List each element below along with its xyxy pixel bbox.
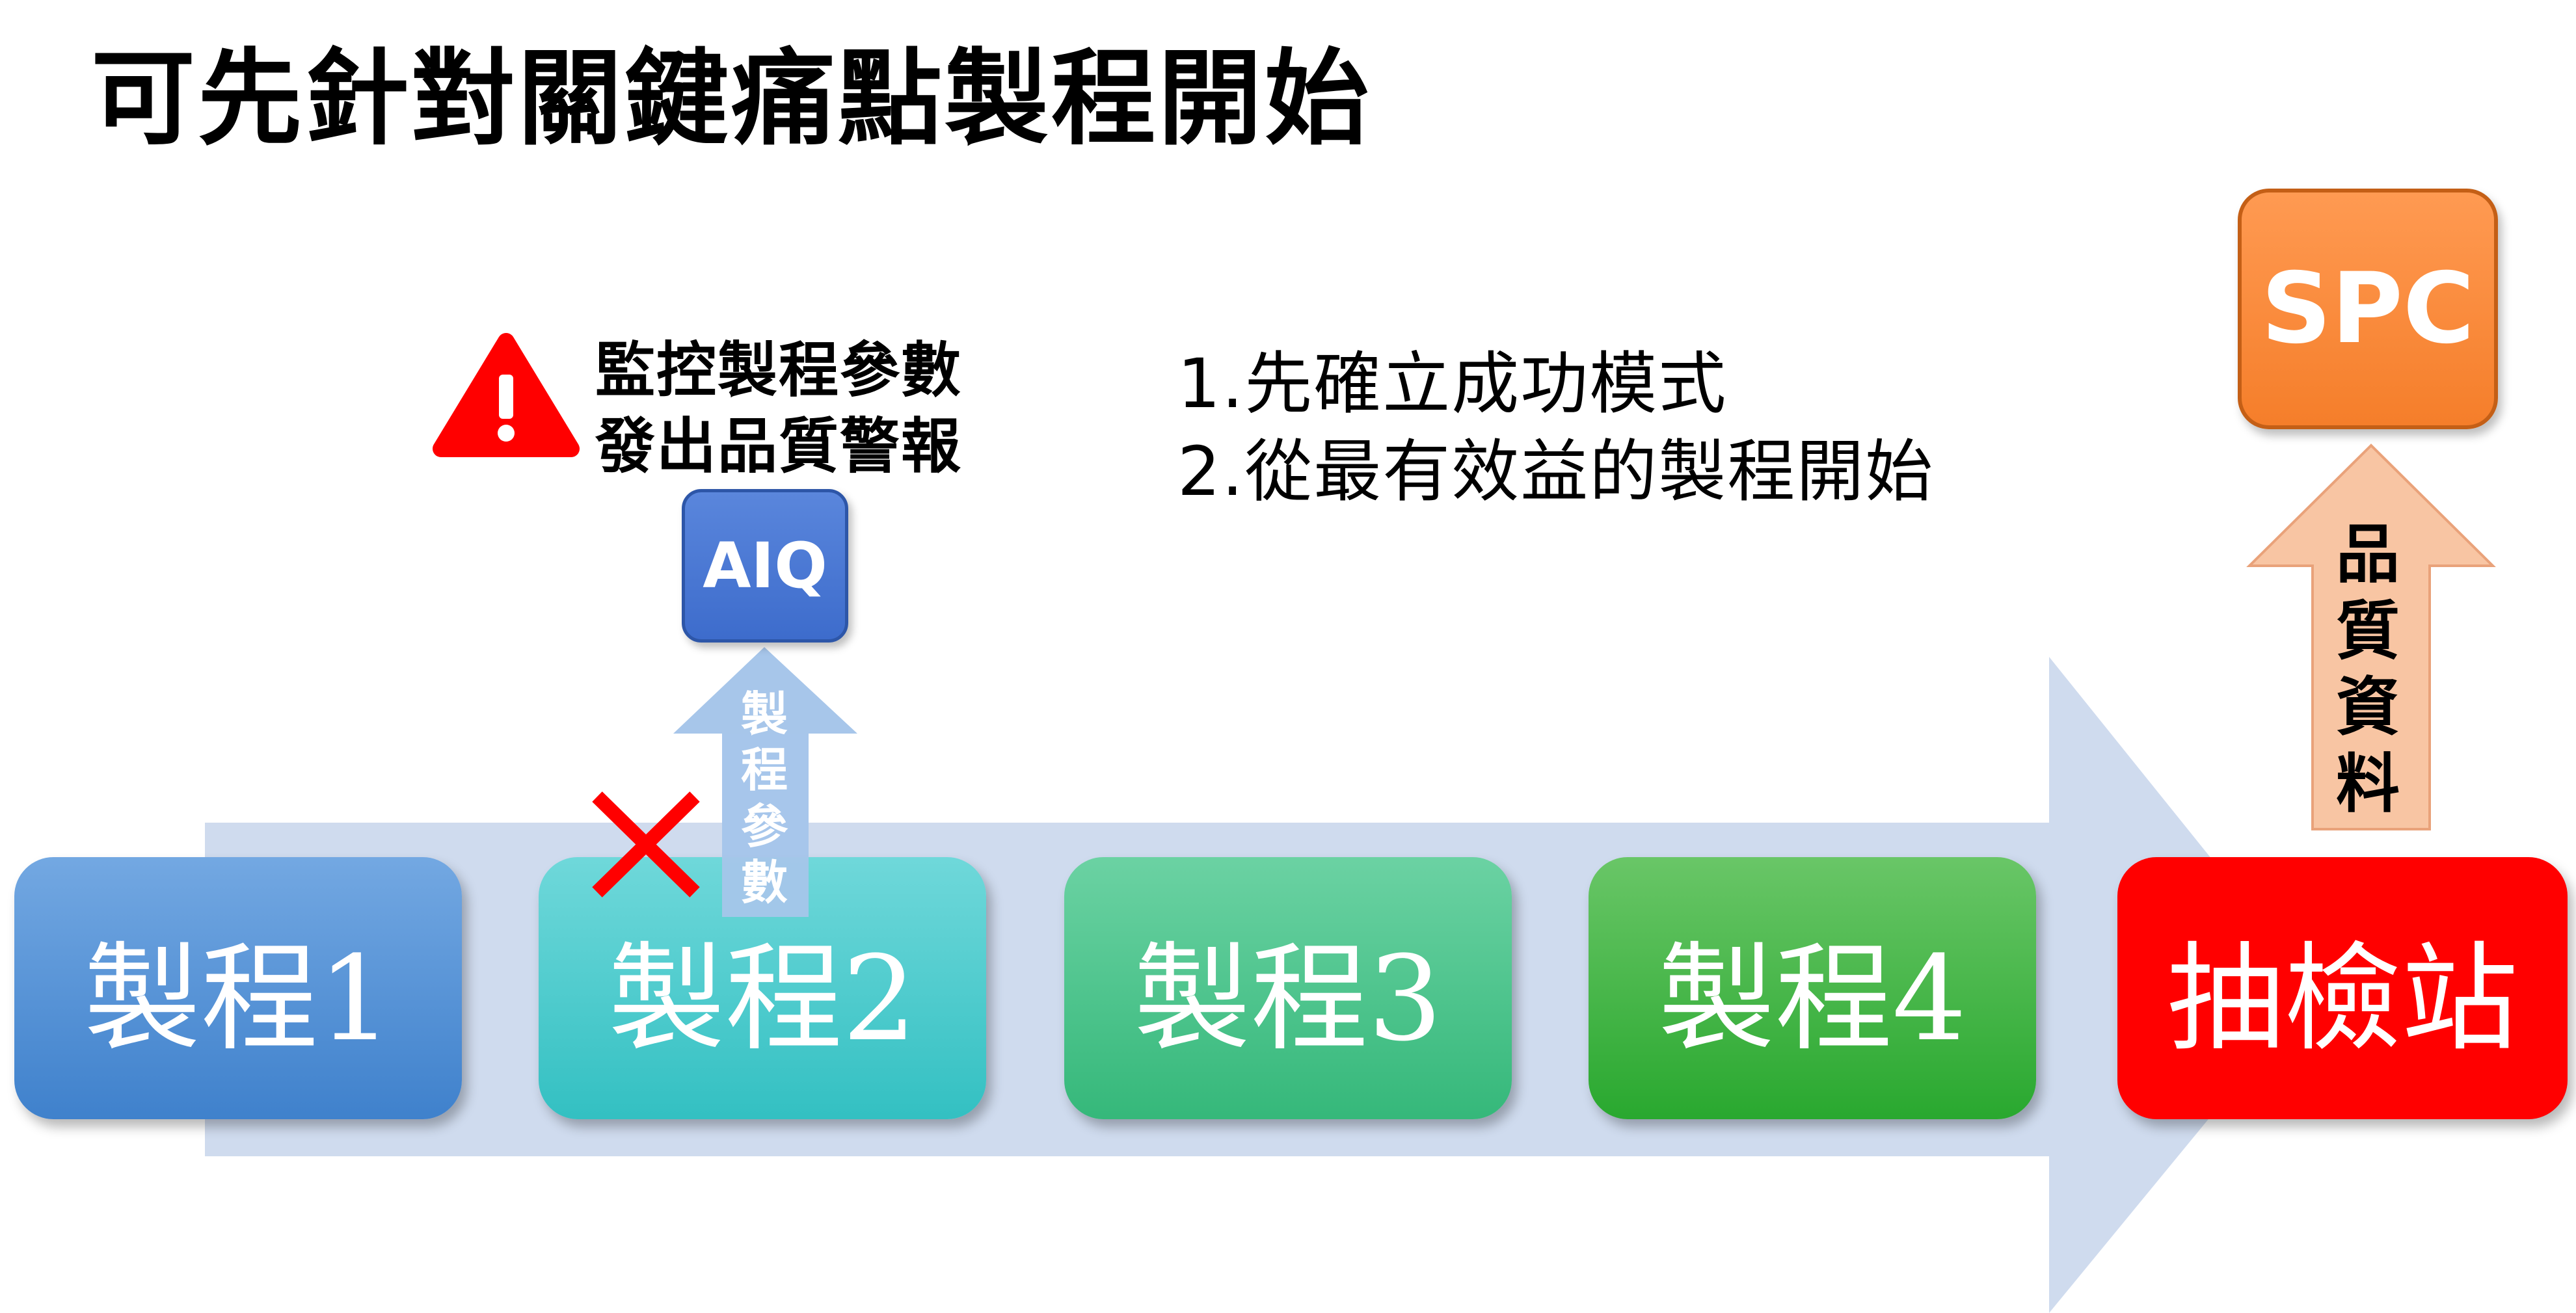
quality-data-char: 品 — [2335, 518, 2400, 592]
process-params-char: 程 — [740, 743, 788, 798]
strategy-text-line-2: 2.從最有效益的製程開始 — [1177, 432, 1935, 511]
warning-triangle-icon — [433, 333, 580, 457]
quality-data-arrow — [2246, 444, 2496, 830]
quality-data-char: 質 — [2335, 594, 2400, 669]
inspection-station-box: 抽檢站 — [2117, 857, 2568, 1119]
process-box-1: 製程1 — [14, 857, 462, 1119]
spc-box: SPC — [2238, 189, 2498, 429]
strategy-text-line-1: 1.先確立成功模式 — [1177, 344, 1728, 423]
quality-data-char: 料 — [2335, 747, 2400, 821]
quality-data-char: 資 — [2335, 670, 2400, 745]
process-params-char: 參 — [740, 799, 788, 854]
process-box-3: 製程3 — [1064, 857, 1512, 1119]
quality-data-label: 品 質 資 料 — [2329, 517, 2407, 823]
page-title: 可先針對關鍵痛點製程開始 — [91, 38, 1372, 159]
process-box-4: 製程4 — [1589, 857, 2036, 1119]
alert-text-line-2: 發出品質警報 — [595, 412, 963, 481]
alert-text-line-1: 監控製程參數 — [595, 336, 963, 405]
process-params-char: 製 — [740, 687, 788, 741]
process-params-label: 製 程 參 數 — [729, 686, 800, 911]
process-params-char: 數 — [740, 855, 788, 910]
aiq-box: AIQ — [682, 489, 848, 643]
